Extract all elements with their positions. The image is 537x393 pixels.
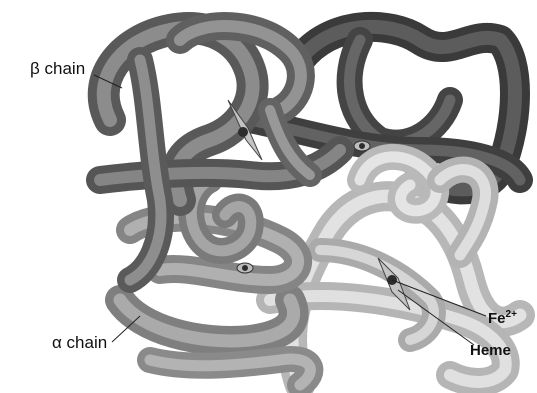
iron-charge: 2+ — [506, 309, 517, 320]
heme-label: Heme — [470, 342, 511, 359]
heme-group-alpha-left — [237, 263, 253, 273]
beta-chain-label: β chain — [30, 59, 85, 79]
heme-group-beta-right — [354, 141, 370, 151]
alpha-chain-label: α chain — [52, 333, 107, 353]
iron-symbol: Fe — [488, 310, 506, 327]
iron-label: Fe2+ — [488, 309, 517, 327]
